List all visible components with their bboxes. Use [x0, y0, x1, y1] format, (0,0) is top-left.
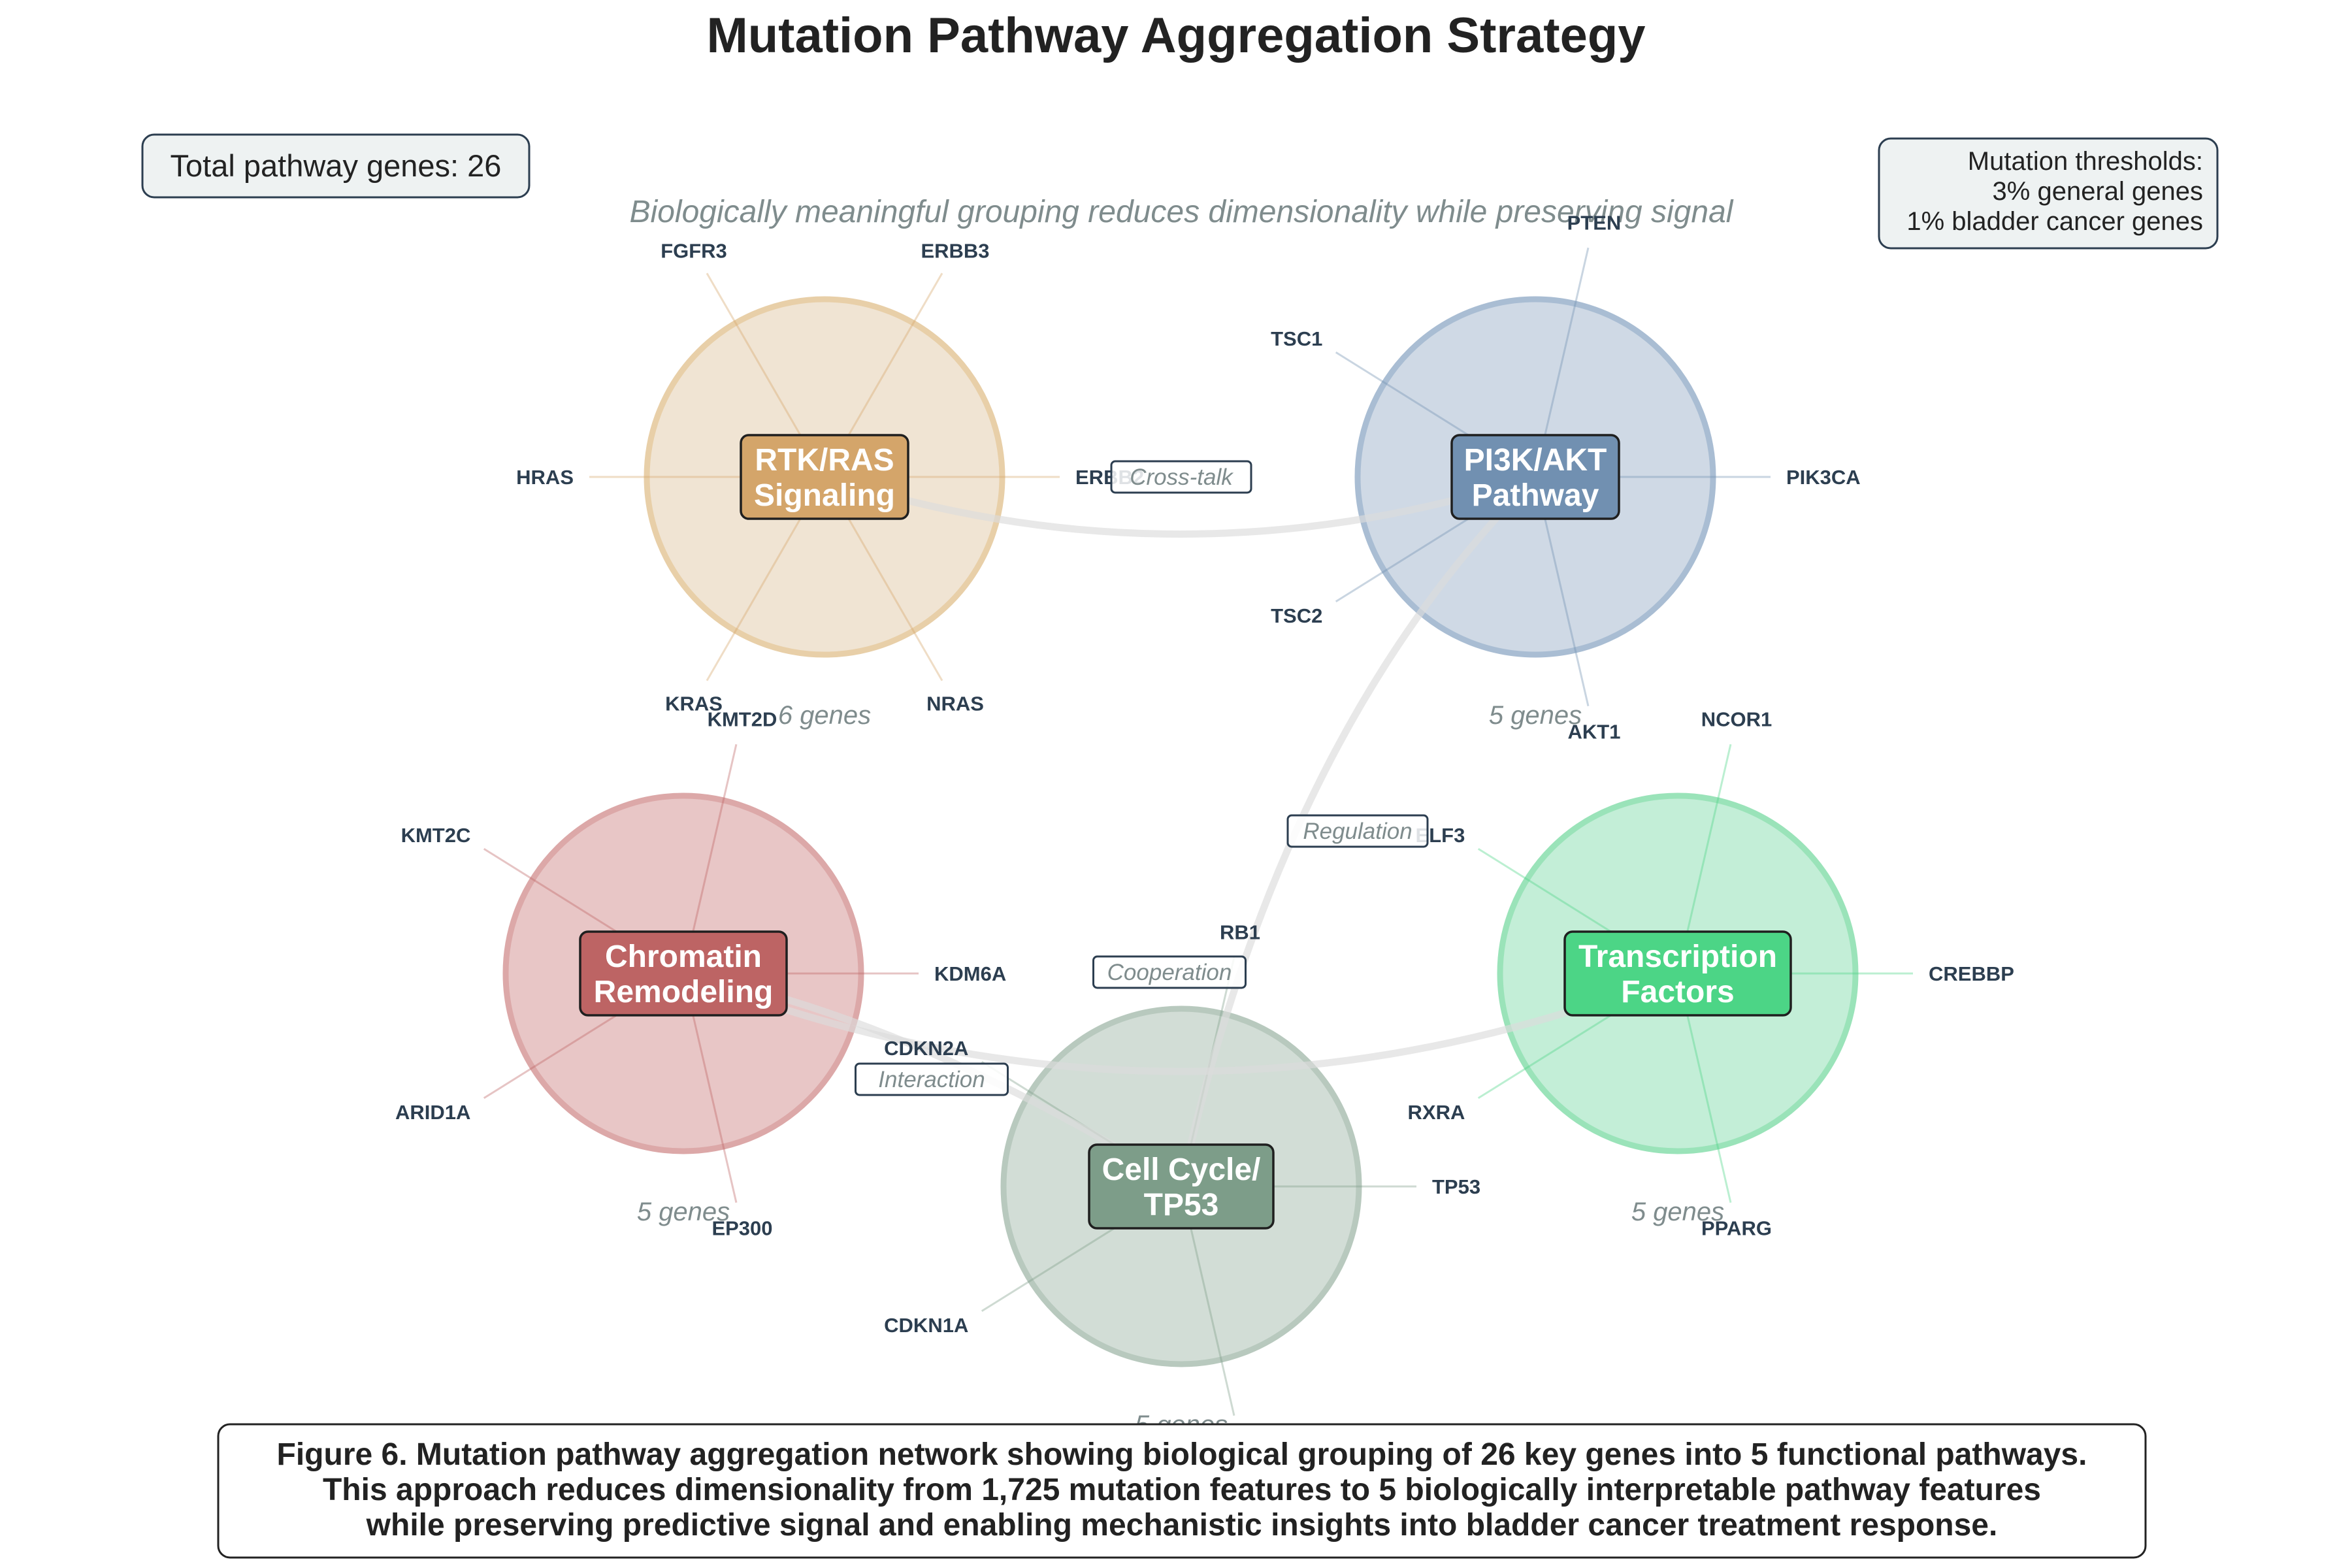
figure-caption: Figure 6. Mutation pathway aggregation n…: [217, 1423, 2147, 1559]
gene-label-akt1: AKT1: [1568, 721, 1621, 743]
gene-label-crebbp: CREBBP: [1929, 962, 2014, 985]
thresholds-line-3: 1% bladder cancer genes: [1906, 207, 2203, 236]
thresholds-line-1: Mutation thresholds:: [1968, 147, 2203, 176]
edge-label-box-cross-talk: [1110, 460, 1252, 494]
gene-label-kdm6a: KDM6A: [934, 962, 1006, 985]
pathway-transcription-label-box: [1563, 930, 1792, 1017]
pathway-chromatin-name-line-1: Chromatin: [605, 939, 762, 974]
pathway-chromatin-gene-count: 5 genes: [637, 1198, 730, 1226]
pathway-pi3k-name-line-2: Pathway: [1472, 478, 1599, 513]
pathway-rtk-name-line-2: Signaling: [754, 478, 895, 513]
pathway-rtk-name-line-1: RTK/RAS: [755, 443, 894, 478]
pathway-cellcycle-name-line-1: Cell Cycle/: [1102, 1152, 1261, 1187]
gene-label-cdkn1a: CDKN1A: [884, 1314, 968, 1337]
edge-label-box-interaction: [855, 1062, 1009, 1096]
pathway-pi3k-label-box: [1450, 434, 1620, 520]
gene-label-hras: HRAS: [516, 466, 574, 489]
figure-subtitle: Biologically meaningful grouping reduces…: [630, 195, 1734, 229]
gene-label-kmt2c: KMT2C: [401, 824, 471, 847]
gene-label-kras: KRAS: [665, 692, 723, 715]
gene-label-ep300: EP300: [711, 1217, 772, 1240]
gene-label-rxra: RXRA: [1408, 1101, 1465, 1124]
connection-chromatin-transcription: [679, 970, 1682, 1075]
gene-label-tp53: TP53: [1432, 1175, 1480, 1198]
total-genes-box: Total pathway genes: 26: [141, 133, 531, 199]
pathway-rtk-label-box: [740, 434, 909, 520]
caption-line-3: while preserving predictive signal and e…: [366, 1508, 1998, 1543]
pathway-transcription-name-line-1: Transcription: [1578, 939, 1777, 974]
pathway-cellcycle-label-box: [1088, 1143, 1275, 1230]
connection-cellcycle-pi3k: [1177, 473, 1539, 1190]
pathway-pi3k-name-line-1: PI3K/AKT: [1464, 443, 1607, 478]
caption-line-1: Figure 6. Mutation pathway aggregation n…: [277, 1437, 2087, 1472]
gene-label-kmt2d: KMT2D: [708, 708, 777, 730]
total-genes-text: Total pathway genes: 26: [171, 148, 502, 183]
pathway-cellcycle-name-line-2: TP53: [1144, 1188, 1219, 1222]
edge-label-regulation: Regulation: [1286, 814, 1429, 848]
edge-label-box-regulation: [1286, 814, 1429, 848]
figure-title: Mutation Pathway Aggregation Strategy: [706, 8, 1645, 63]
edge-label-box-cooperation: [1092, 955, 1247, 989]
gene-label-arid1a: ARID1A: [395, 1101, 470, 1124]
pathway-transcription-gene-count: 5 genes: [1631, 1198, 1724, 1226]
gene-label-pten: PTEN: [1567, 211, 1622, 234]
pathway-transcription-name-line-2: Factors: [1621, 975, 1734, 1009]
gene-label-nras: NRAS: [926, 692, 984, 715]
gene-label-ncor1: NCOR1: [1701, 708, 1772, 730]
edge-label-cooperation: Cooperation: [1092, 955, 1247, 989]
gene-label-pparg: PPARG: [1701, 1217, 1772, 1240]
gene-label-erbb3: ERBB3: [921, 240, 989, 263]
edge-labels-layer: Cross-talkRegulationCooperationInteracti…: [855, 460, 1429, 1096]
pathway-pi3k-gene-count: 5 genes: [1489, 701, 1582, 730]
gene-label-tsc2: TSC2: [1271, 604, 1322, 627]
edge-label-text-cross-talk: Cross-talk: [1130, 465, 1233, 490]
gene-label-fgfr3: FGFR3: [661, 240, 727, 263]
edge-label-text-regulation: Regulation: [1303, 819, 1412, 844]
edge-label-text-cooperation: Cooperation: [1107, 960, 1232, 985]
gene-label-cdkn2a: CDKN2A: [884, 1037, 968, 1060]
edge-label-interaction: Interaction: [855, 1062, 1009, 1096]
pathway-chromatin-name-line-2: Remodeling: [594, 975, 774, 1009]
pathway-chromatin-label-box: [579, 930, 788, 1017]
connection-rtk-pi3k: [821, 473, 1539, 538]
thresholds-box: Mutation thresholds: 3% general genes 1%…: [1878, 137, 2219, 250]
caption-line-2: This approach reduces dimensionality fro…: [323, 1473, 2041, 1507]
edge-label-text-interaction: Interaction: [878, 1067, 985, 1092]
thresholds-line-2: 3% general genes: [1993, 177, 2203, 206]
gene-label-pik3ca: PIK3CA: [1786, 466, 1861, 489]
gene-label-tsc1: TSC1: [1271, 327, 1322, 350]
edge-label-cross-talk: Cross-talk: [1110, 460, 1252, 494]
gene-label-rb1: RB1: [1220, 921, 1260, 943]
pathway-rtk-gene-count: 6 genes: [778, 701, 871, 730]
